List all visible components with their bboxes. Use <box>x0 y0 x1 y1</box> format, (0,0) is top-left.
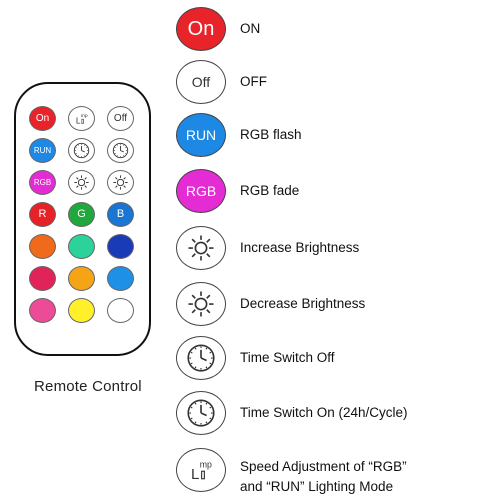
brightness-up-icon[interactable] <box>68 170 95 195</box>
rgb-fade-icon-text: RGB <box>185 183 217 199</box>
rgb-fade-button[interactable]: RGB <box>29 170 56 195</box>
orange-button[interactable] <box>29 234 56 259</box>
remote-label: Remote Control <box>34 378 142 395</box>
green-button-text: G <box>77 208 86 220</box>
on-button-text: On <box>35 112 50 124</box>
svg-text:L: L <box>76 115 81 125</box>
legend-label: RGB fade <box>240 183 300 198</box>
legend-label: Decrease Brightness <box>240 296 366 311</box>
run-icon: RUN <box>176 113 226 157</box>
clock-icon[interactable] <box>107 138 134 163</box>
off-button[interactable]: Off <box>107 106 134 131</box>
navy-button[interactable] <box>107 234 134 259</box>
white-button[interactable] <box>107 298 134 323</box>
yellow-button[interactable] <box>68 298 95 323</box>
legend-label: Time Switch Off <box>240 350 335 365</box>
svg-text:mp: mp <box>200 460 212 470</box>
brightness-up-icon <box>176 226 226 270</box>
legend-label: Time Switch On (24h/Cycle) <box>240 405 408 420</box>
blue-button-text: B <box>116 208 125 220</box>
svg-text:L: L <box>191 466 199 483</box>
off-icon: Off <box>176 60 226 104</box>
sky-blue-button[interactable] <box>107 266 134 291</box>
red-button-text: R <box>38 208 47 220</box>
run-icon-text: RUN <box>185 127 217 143</box>
pink-button[interactable] <box>29 298 56 323</box>
legend-label: Increase Brightness <box>240 240 360 255</box>
legend-label-line2: and “RUN” Lighting Mode <box>240 479 394 494</box>
rgb-fade-button-text: RGB <box>33 177 52 187</box>
blue-button[interactable]: B <box>107 202 134 227</box>
off-button-text: Off <box>113 112 128 124</box>
on-icon-text: On <box>187 18 215 40</box>
amber-button[interactable] <box>68 266 95 291</box>
brightness-down-icon <box>176 282 226 326</box>
crimson-button[interactable] <box>29 266 56 291</box>
teal-button[interactable] <box>68 234 95 259</box>
red-button[interactable]: R <box>29 202 56 227</box>
off-icon-text: Off <box>191 74 211 90</box>
legend-label: Speed Adjustment of “RGB” and “RUN” Light… <box>240 457 407 497</box>
legend-label: RGB flash <box>240 127 302 142</box>
on-icon: On <box>176 7 226 51</box>
clock-icon <box>176 391 226 435</box>
svg-text:mp: mp <box>81 114 88 119</box>
legend-label: ON <box>240 21 261 36</box>
clock-icon <box>176 336 226 380</box>
brightness-down-icon[interactable] <box>107 170 134 195</box>
run-button[interactable]: RUN <box>29 138 56 163</box>
legend-label-line1: Speed Adjustment of “RGB” <box>240 459 407 474</box>
rgb-fade-icon: RGB <box>176 169 226 213</box>
on-button[interactable]: On <box>29 106 56 131</box>
run-button-text: RUN <box>33 145 52 155</box>
green-button[interactable]: G <box>68 202 95 227</box>
clock-icon[interactable] <box>68 138 95 163</box>
legend-label: OFF <box>240 74 267 89</box>
